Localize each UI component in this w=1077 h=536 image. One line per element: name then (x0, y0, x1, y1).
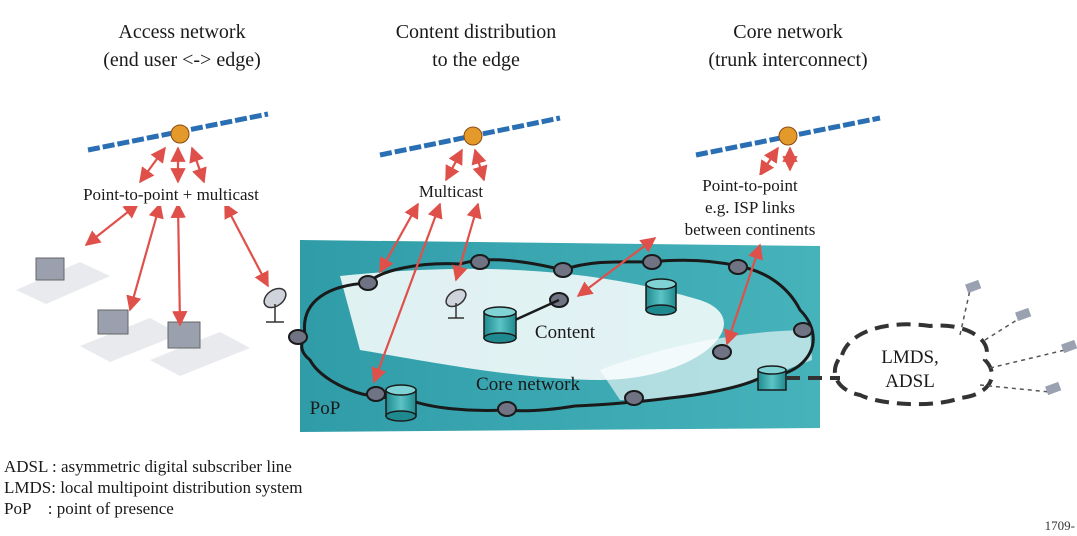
legend-item-adsl: ADSL : asymmetric digital subscriber lin… (4, 457, 292, 476)
ring-node (642, 254, 662, 270)
ring-node (553, 262, 573, 278)
satellite-dish-icon (263, 287, 287, 323)
ring-node (728, 259, 748, 275)
label-core-network: Core network (476, 374, 580, 395)
header-core: Core network (trunk interconnect) (658, 18, 918, 74)
label-adsl: ADSL (885, 371, 935, 392)
link-arrows (84, 146, 798, 384)
server-icon (385, 384, 417, 422)
ring-node (358, 275, 378, 291)
ring-node (497, 401, 517, 417)
access-cloud (832, 322, 994, 407)
header-access-line1: Access network (118, 21, 246, 43)
header-distribution: Content distribution to the edge (346, 18, 606, 74)
label-lmds: LMDS, (881, 347, 939, 368)
label-content: Content (534, 322, 596, 343)
label-ptp: Point-to-point e.g. ISP links between co… (660, 175, 840, 241)
label-point-multicast: Point-to-point + multicast (56, 184, 286, 206)
label-ptp-line2: e.g. ISP links (704, 198, 796, 217)
satellite-icon (695, 115, 881, 158)
ring-node (288, 329, 308, 345)
label-ptp-line1: Point-to-point (702, 176, 798, 195)
user-terminal-icon (80, 309, 180, 362)
light-wedge-2 (600, 330, 812, 400)
header-core-line2: (trunk interconnect) (708, 49, 868, 71)
server-icon (645, 278, 677, 316)
server-icon (483, 306, 517, 344)
header-access-line2: (end user <-> edge) (103, 49, 261, 71)
satellite-icon (379, 115, 561, 158)
ring-node (793, 322, 813, 338)
legend-item-pop: PoP : point of presence (4, 499, 174, 518)
figure-id: 1709- (1044, 518, 1075, 533)
header-access: Access network (end user <-> edge) (52, 18, 312, 74)
remote-terminal-icons (965, 279, 1077, 396)
satellite-dish-icon (445, 288, 467, 319)
header-core-line1: Core network (733, 21, 843, 43)
label-multicast: Multicast (408, 181, 494, 203)
server-icon (757, 365, 787, 391)
remote-links (959, 289, 1066, 393)
ring-node (712, 344, 732, 360)
ring-node (470, 254, 490, 270)
header-distribution-line1: Content distribution (395, 21, 557, 43)
content-link (514, 298, 560, 322)
legend-item-lmds: LMDS: local multipoint distribution syst… (4, 478, 303, 497)
legend: ADSL : asymmetric digital subscriber lin… (4, 456, 302, 519)
label-ptp-line3: between continents (684, 220, 816, 239)
header-distribution-line2: to the edge (432, 49, 520, 71)
ring-node (624, 390, 644, 406)
label-lmds-adsl: LMDS, ADSL (868, 346, 952, 394)
user-terminal-icon (16, 257, 110, 304)
label-pop: PoP (309, 398, 341, 419)
satellite-icon (87, 111, 269, 153)
ring-node (366, 386, 386, 402)
